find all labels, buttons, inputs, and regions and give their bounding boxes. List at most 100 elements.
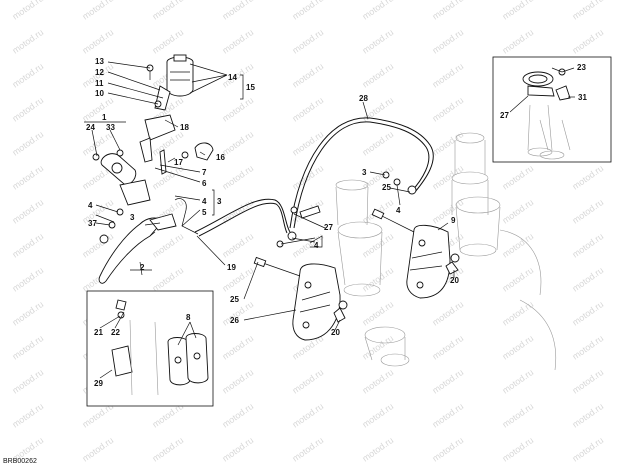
watermark-text: motod.ru: [360, 231, 395, 260]
watermark-text: motod.ru: [220, 333, 255, 362]
watermark-text: motod.ru: [430, 61, 465, 90]
callout-15: 15: [246, 83, 255, 92]
watermark-text: motod.ru: [570, 163, 605, 192]
watermark-text: motod.ru: [80, 435, 115, 464]
callout-3-right: 3: [362, 168, 367, 177]
watermark-text: motod.ru: [80, 95, 115, 124]
watermark-text: motod.ru: [570, 435, 605, 464]
callout-18: 18: [180, 123, 189, 132]
callout-12: 12: [95, 68, 104, 77]
callout-33: 33: [106, 123, 115, 132]
watermark-text: motod.ru: [10, 61, 45, 90]
brake-hose-29: [289, 117, 434, 229]
watermark-text: motod.ru: [150, 231, 185, 260]
watermark-text: motod.ru: [220, 163, 255, 192]
watermark-text: motod.ru: [290, 163, 325, 192]
callout-1: 1: [102, 113, 107, 122]
watermark-text: motod.ru: [220, 231, 255, 260]
brake-lever: [98, 213, 177, 284]
watermark-text: motod.ru: [10, 129, 45, 158]
callout-labels: 13 12 11 10 14 15 1 24 33 18 17 16 7 6 3…: [86, 57, 587, 388]
callout-8: 8: [186, 313, 191, 322]
right-brake-caliper: [371, 208, 460, 299]
diagram-code: BRB00262: [3, 458, 37, 465]
watermark-text: motod.ru: [500, 163, 535, 192]
callout-22: 22: [111, 328, 120, 337]
callout-11: 11: [95, 79, 104, 88]
watermark-text: motod.ru: [500, 401, 535, 430]
callout-28: 27: [324, 223, 333, 232]
watermark-text: motod.ru: [570, 299, 605, 328]
callout-13: 13: [95, 57, 104, 66]
watermark-text: motod.ru: [150, 435, 185, 464]
callout-17: 17: [174, 158, 183, 167]
watermark-text: motod.ru: [220, 367, 255, 396]
watermark-text: motod.ru: [430, 299, 465, 328]
brake-pads-detail: [111, 299, 209, 396]
watermark-text: motod.ru: [500, 231, 535, 260]
callout-20-right: 20: [450, 276, 459, 285]
watermark-text: motod.ru: [10, 265, 45, 294]
callout-25-right: 25: [382, 183, 391, 192]
watermark-text: motod.ru: [220, 0, 255, 22]
watermark-text: motod.ru: [360, 129, 395, 158]
callout-27: 27: [500, 111, 509, 120]
callout-5: 5: [202, 208, 207, 217]
watermark-text: motod.ru: [500, 0, 535, 22]
watermark-text: motod.ru: [290, 129, 325, 158]
watermark-text: motod.ru: [430, 367, 465, 396]
watermark-text: motod.ru: [10, 163, 45, 192]
hose-clamp-detail: [522, 68, 571, 157]
watermark-text: motod.ru: [10, 299, 45, 328]
watermark-text: motod.ru: [570, 401, 605, 430]
watermark-text: motod.ru: [430, 197, 465, 226]
watermark-text: motod.ru: [290, 401, 325, 430]
watermark-text: motod.ru: [430, 401, 465, 430]
watermark-text: motod.ru: [150, 163, 185, 192]
watermark-text: motod.ru: [80, 0, 115, 22]
callout-3-upper: 3: [217, 197, 222, 206]
left-brake-caliper: [253, 256, 348, 341]
banjo-fittings: [276, 171, 417, 248]
callout-4-right: 4: [396, 206, 401, 215]
watermark-text: motod.ru: [220, 401, 255, 430]
watermark-text: motod.ru: [430, 333, 465, 362]
watermark-text: motod.ru: [360, 27, 395, 56]
watermark-text: motod.ru: [430, 95, 465, 124]
callout-20-left: 20: [331, 328, 340, 337]
watermark-text: motod.ru: [360, 435, 395, 464]
master-cylinder-assembly: [92, 114, 214, 244]
watermark-text: motod.ru: [10, 401, 45, 430]
callout-3-left: 3: [130, 213, 135, 222]
watermark-text: motod.ru: [430, 129, 465, 158]
watermark-text: motod.ru: [10, 367, 45, 396]
watermark-text: motod.ru: [220, 95, 255, 124]
watermark-text: motod.ru: [500, 299, 535, 328]
watermark-text: motod.ru: [570, 231, 605, 260]
callout-31: 31: [578, 93, 587, 102]
callout-2: 2: [140, 263, 145, 272]
watermark-text: motod.ru: [10, 197, 45, 226]
watermark-text: motod.ru: [500, 367, 535, 396]
watermark-text: motod.ru: [500, 435, 535, 464]
watermark-text: motod.ru: [150, 27, 185, 56]
watermark-text: motod.ru: [80, 27, 115, 56]
watermark-text: motod.ru: [430, 0, 465, 22]
watermark-text: motod.ru: [360, 401, 395, 430]
watermark-text: motod.ru: [290, 95, 325, 124]
watermark-text: motod.ru: [10, 95, 45, 124]
watermark-text: motod.ru: [500, 27, 535, 56]
watermark-text: motod.ru: [430, 27, 465, 56]
watermark-text: motod.ru: [570, 333, 605, 362]
watermark-text: motod.ru: [500, 197, 535, 226]
watermark-text: motod.ru: [360, 265, 395, 294]
callout-30: 29: [94, 379, 103, 388]
watermark-text: motod.ru: [220, 265, 255, 294]
callout-29: 28: [359, 94, 368, 103]
watermark-text: motod.ru: [570, 0, 605, 22]
watermark-text: motod.ru: [430, 435, 465, 464]
watermark-text: motod.ru: [10, 27, 45, 56]
callout-37: 37: [88, 219, 97, 228]
watermark-text: motod.ru: [290, 0, 325, 22]
